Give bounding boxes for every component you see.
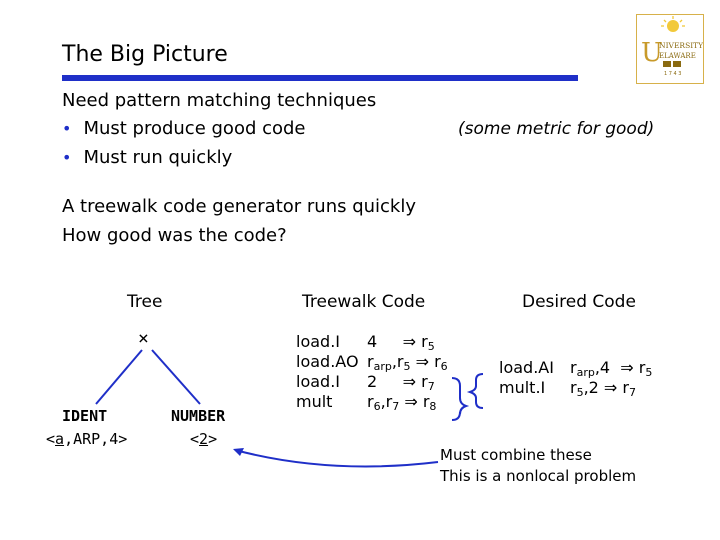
treewalk-op-2: load.AO [296, 352, 359, 371]
treewalk-op-1: load.I [296, 332, 340, 351]
left-brace [466, 373, 484, 409]
treewalk-args-3: 2 ⇒ r7 [367, 372, 435, 393]
tree-edge-right [151, 349, 201, 405]
svg-text:NIVERSITY: NIVERSITY [659, 41, 703, 50]
treewalk-op-3: load.I [296, 372, 340, 391]
bullet-text: Must produce good code [83, 118, 306, 139]
svg-text:1 7 4 3: 1 7 4 3 [664, 71, 682, 77]
desired-args-2: r5,2 ⇒ r7 [570, 378, 636, 399]
column-header-desired: Desired Code [522, 292, 636, 312]
bullet-text: Must run quickly [83, 147, 233, 168]
tree-node-ident-args: <a,ARP,4> [46, 430, 128, 448]
slide-title: The Big Picture [62, 42, 228, 67]
callout-line-2: This is a nonlocal problem [440, 467, 637, 485]
svg-text:U: U [641, 38, 663, 68]
tree-node-number: NUMBER [171, 407, 226, 425]
metric-note: (some metric for good) [458, 119, 655, 139]
treewalk-args-1: 4 ⇒ r5 [367, 332, 435, 353]
column-header-treewalk: Treewalk Code [302, 292, 426, 312]
paragraph-1: A treewalk code generator runs quickly [62, 196, 417, 217]
tree-node-ident: IDENT [62, 407, 108, 425]
bullet-item-1: • Must produce good code [62, 118, 306, 139]
bullet-item-2: • Must run quickly [62, 147, 232, 168]
treewalk-args-2: rarp,r5 ⇒ r6 [367, 352, 448, 373]
university-logo: U NIVERSITY ELAWARE 1 7 4 3 [636, 14, 704, 84]
title-rule [62, 75, 578, 81]
arrowhead-icon [233, 448, 244, 456]
desired-args-1: rarp,4 ⇒ r5 [570, 358, 653, 379]
intro-text: Need pattern matching techniques [62, 90, 377, 111]
treewalk-op-4: mult [296, 392, 333, 411]
tree-edge-left [95, 349, 143, 405]
bullet-icon: • [62, 119, 72, 138]
paragraph-2: How good was the code? [62, 225, 287, 246]
tree-node-number-args: <2> [190, 430, 218, 448]
callout-arrow [234, 449, 439, 468]
desired-op-1: load.AI [499, 358, 554, 377]
svg-text:ELAWARE: ELAWARE [659, 52, 696, 60]
logo-icon: U NIVERSITY ELAWARE 1 7 4 3 [641, 16, 704, 77]
treewalk-args-4: r6,r7 ⇒ r8 [367, 392, 437, 413]
bullet-icon: • [62, 148, 72, 167]
desired-op-2: mult.I [499, 378, 546, 397]
tree-root-multiply: × [138, 328, 149, 349]
callout-line-1: Must combine these [440, 446, 592, 464]
right-brace [451, 377, 470, 421]
column-header-tree: Tree [127, 292, 163, 312]
